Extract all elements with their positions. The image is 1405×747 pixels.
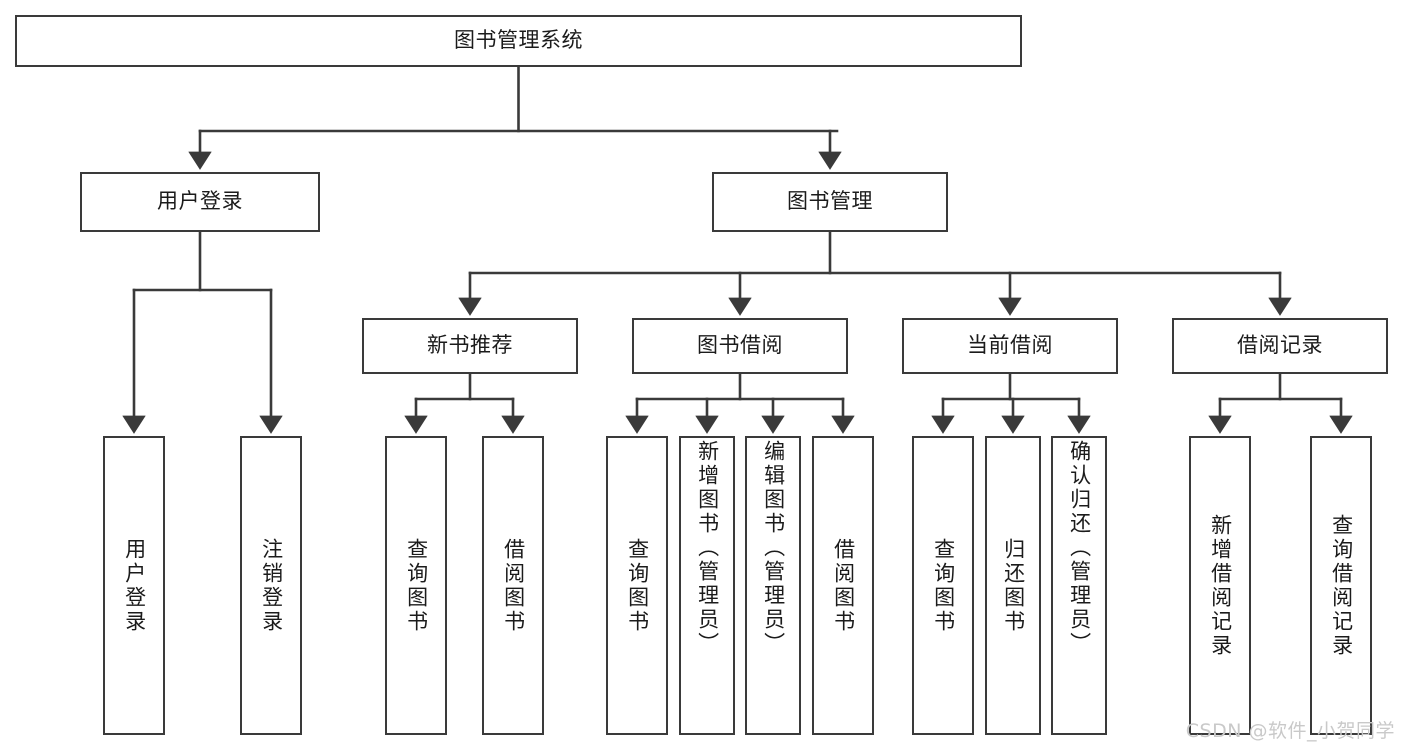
node-user-login-label: 用户登录 <box>157 189 243 214</box>
node-book-borrow-label: 图书借阅 <box>697 333 783 358</box>
node-new-book-rec[interactable]: 新书推荐 <box>362 318 578 374</box>
node-leaf-confirm-return[interactable]: 确认归还（管理员） <box>1051 436 1107 735</box>
node-current-borrow[interactable]: 当前借阅 <box>902 318 1118 374</box>
node-leaf-borrow-book-1[interactable]: 借阅图书 <box>482 436 544 735</box>
node-current-borrow-label: 当前借阅 <box>967 333 1053 358</box>
leaf-inner: 确认归还（管理员） <box>1065 438 1092 735</box>
node-leaf-borrow-book-2-label: 借阅图书 <box>831 537 856 634</box>
node-leaf-logout-label: 注销登录 <box>259 537 284 634</box>
leaf-inner: 借阅图书 <box>499 438 526 733</box>
node-borrow-record-label: 借阅记录 <box>1237 333 1323 358</box>
node-leaf-confirm-return-label: 确认归还（管理员） <box>1067 440 1092 656</box>
node-leaf-edit-book-label: 编辑图书（管理员） <box>761 440 786 656</box>
csdn-watermark: CSDN @软件_小贺同学 <box>1185 720 1395 742</box>
leaf-inner: 注销登录 <box>257 438 284 733</box>
leaf-inner: 归还图书 <box>999 438 1026 733</box>
leaf-inner: 查询借阅记录 <box>1327 438 1354 733</box>
leaf-inner: 编辑图书（管理员） <box>759 438 786 735</box>
node-leaf-query-book-3[interactable]: 查询图书 <box>912 436 974 735</box>
leaf-inner: 查询图书 <box>402 438 429 733</box>
leaf-inner: 用户登录 <box>120 438 147 733</box>
node-leaf-query-book-1-label: 查询图书 <box>404 537 429 634</box>
node-book-borrow[interactable]: 图书借阅 <box>632 318 848 374</box>
node-leaf-logout[interactable]: 注销登录 <box>240 436 302 735</box>
leaf-inner: 借阅图书 <box>829 438 856 733</box>
node-leaf-borrow-book-2[interactable]: 借阅图书 <box>812 436 874 735</box>
node-book-manage[interactable]: 图书管理 <box>712 172 948 232</box>
node-leaf-borrow-book-1-label: 借阅图书 <box>501 537 526 634</box>
node-leaf-query-book-2-label: 查询图书 <box>625 537 650 634</box>
node-borrow-record[interactable]: 借阅记录 <box>1172 318 1388 374</box>
node-leaf-user-login-label: 用户登录 <box>122 537 147 634</box>
node-new-book-rec-label: 新书推荐 <box>427 333 513 358</box>
leaf-inner: 新增图书（管理员） <box>693 438 720 735</box>
node-book-manage-label: 图书管理 <box>787 189 873 214</box>
node-leaf-return-book-label: 归还图书 <box>1001 537 1026 634</box>
node-root-label: 图书管理系统 <box>454 28 583 53</box>
node-leaf-add-record[interactable]: 新增借阅记录 <box>1189 436 1251 735</box>
node-leaf-add-record-label: 新增借阅记录 <box>1208 513 1233 658</box>
node-leaf-query-book-1[interactable]: 查询图书 <box>385 436 447 735</box>
node-leaf-query-book-2[interactable]: 查询图书 <box>606 436 668 735</box>
node-leaf-add-book-label: 新增图书（管理员） <box>695 440 720 656</box>
node-user-login[interactable]: 用户登录 <box>80 172 320 232</box>
node-leaf-query-record[interactable]: 查询借阅记录 <box>1310 436 1372 735</box>
node-root-system[interactable]: 图书管理系统 <box>15 15 1022 67</box>
leaf-inner: 查询图书 <box>623 438 650 733</box>
node-leaf-return-book[interactable]: 归还图书 <box>985 436 1041 735</box>
node-leaf-add-book[interactable]: 新增图书（管理员） <box>679 436 735 735</box>
node-leaf-query-book-3-label: 查询图书 <box>931 537 956 634</box>
leaf-inner: 新增借阅记录 <box>1206 438 1233 733</box>
node-leaf-edit-book[interactable]: 编辑图书（管理员） <box>745 436 801 735</box>
node-leaf-user-login[interactable]: 用户登录 <box>103 436 165 735</box>
node-leaf-query-record-label: 查询借阅记录 <box>1329 513 1354 658</box>
leaf-inner: 查询图书 <box>929 438 956 733</box>
